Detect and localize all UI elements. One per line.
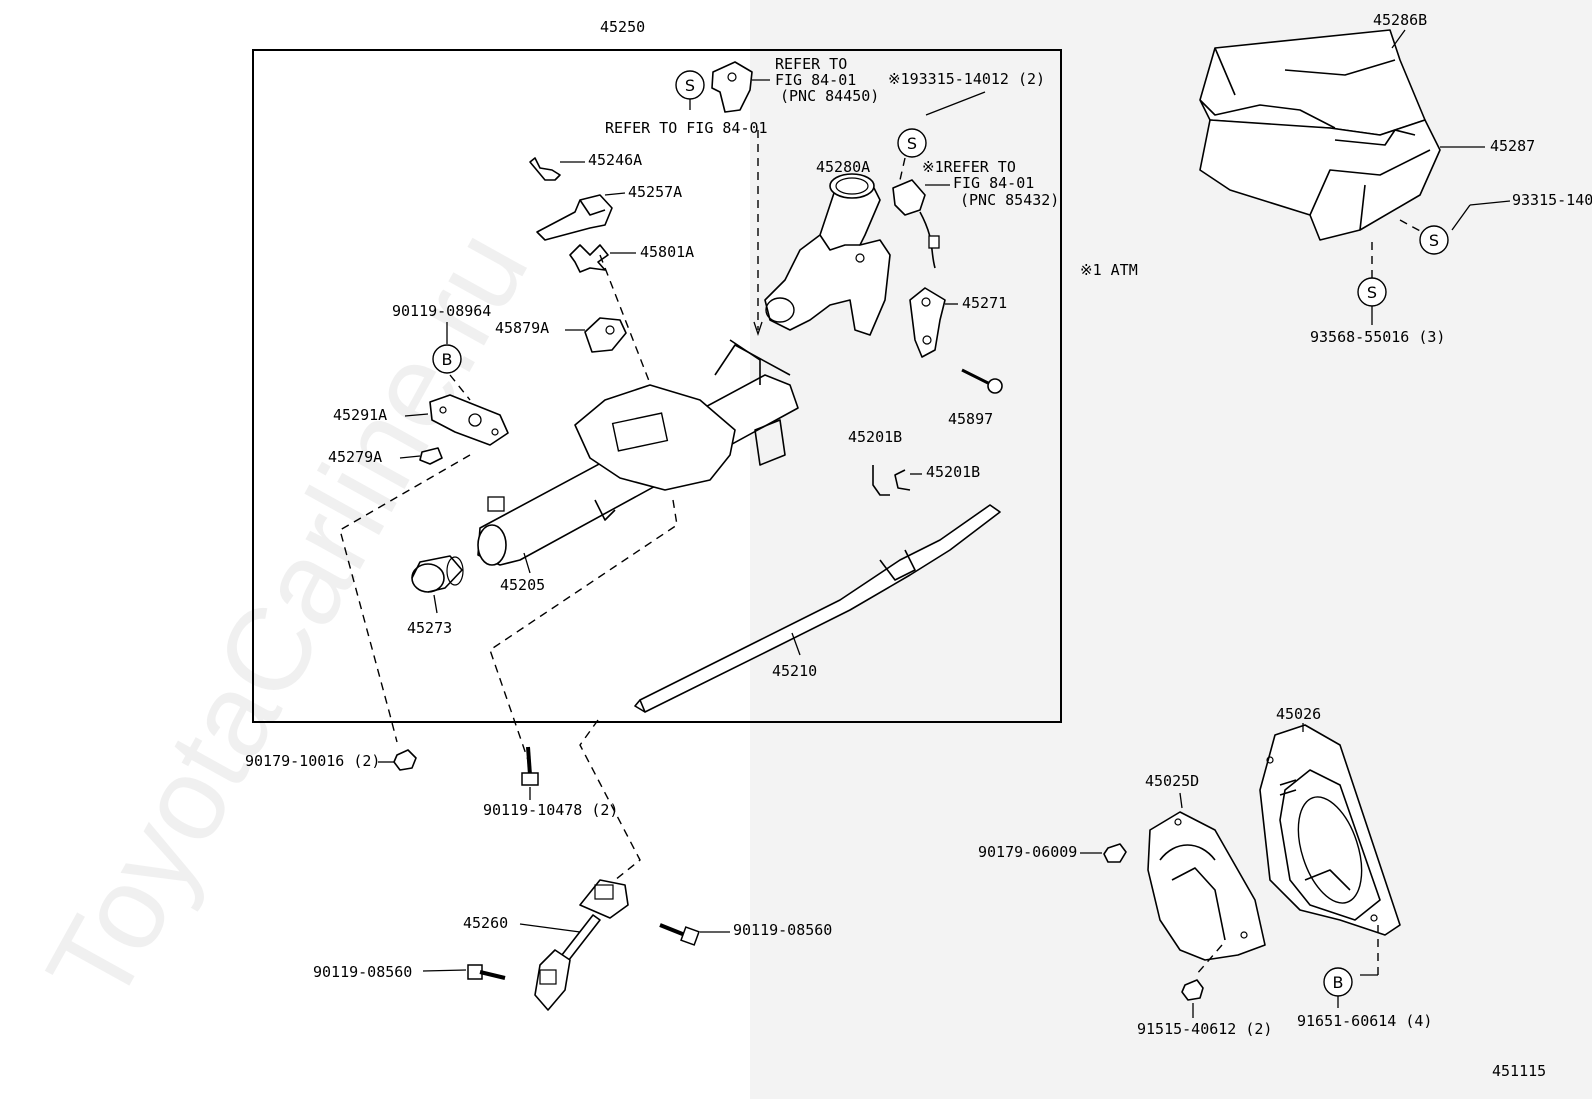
screw-symbol-s (1419, 225, 1449, 255)
part-45801A (569, 244, 609, 273)
part-45897 (961, 368, 1003, 394)
column-cover-lower (1199, 119, 1441, 241)
ref-84450-line1: REFER TO (775, 55, 847, 73)
part-45025D (1147, 811, 1266, 961)
ref-84450-line3: (PNC 84450) (780, 87, 879, 105)
screw-symbol-s-label: S (685, 76, 695, 95)
label-45260: 45260 (463, 914, 508, 932)
bolt-symbol-b-label: B (442, 350, 453, 369)
part-45257A (536, 194, 613, 241)
label-93568-55016: 93568-55016 (3) (1310, 328, 1445, 346)
label-90179-10016: 90179-10016 (2) (245, 752, 380, 770)
ref-85432-line3: (PNC 85432) (960, 191, 1059, 209)
label-45257A: 45257A (628, 183, 682, 201)
label-93315-14012-right: 93315-14012 (1512, 191, 1592, 209)
part-90179-06009 (1103, 843, 1127, 863)
part-45291A (429, 394, 509, 446)
bolt-symbol-b-label: B (1333, 973, 1344, 992)
ref-84450-line2: FIG 84-01 (775, 71, 856, 89)
label-45291A: 45291A (333, 406, 387, 424)
part-90119-08560-right (659, 923, 700, 946)
ref-85432-line1: ※1REFER TO (922, 158, 1016, 176)
part-45279A (419, 447, 443, 465)
column-cover-upper (1199, 29, 1426, 136)
atm-note: ※1 ATM (1080, 261, 1138, 279)
label-45287: 45287 (1490, 137, 1535, 155)
label-91651-60614: 91651-60614 (4) (1297, 1012, 1432, 1030)
label-45201B-1: 45201B (848, 428, 902, 446)
label-91515-40612: 91515-40612 (2) (1137, 1020, 1272, 1038)
label-45271: 45271 (962, 294, 1007, 312)
ref-85432-line2: FIG 84-01 (953, 174, 1034, 192)
screw-symbol-s-label: S (1429, 231, 1439, 250)
part-45246A (529, 157, 561, 181)
assembly-label: 45250 (600, 18, 645, 36)
part-45260 (534, 879, 629, 1011)
label-45201B-2: 45201B (926, 463, 980, 481)
label-45273: 45273 (407, 619, 452, 637)
part-45205 (477, 339, 799, 566)
label-90119-08964: 90119-08964 (392, 302, 491, 320)
label-45026: 45026 (1276, 705, 1321, 723)
part-45201B-clip (872, 465, 890, 496)
bolt-symbol-b (432, 344, 462, 374)
screw-symbol-s-label: S (907, 134, 917, 153)
part-90119-08560-left (467, 964, 506, 980)
part-45026 (1259, 724, 1401, 936)
label-90179-06009: 90179-06009 (978, 843, 1077, 861)
assembly-frame (252, 49, 1062, 723)
label-45210: 45210 (772, 662, 817, 680)
part-91515-40612 (1181, 979, 1204, 1001)
label-45279A: 45279A (328, 448, 382, 466)
part-45879A (584, 317, 627, 353)
label-45801A: 45801A (640, 243, 694, 261)
label-45879A: 45879A (495, 319, 549, 337)
part-90179-10016 (393, 749, 417, 771)
part-45271 (909, 287, 946, 358)
label-45246A: 45246A (588, 151, 642, 169)
label-90119-08560-left: 90119-08560 (313, 963, 412, 981)
screw-symbol-s (897, 128, 927, 158)
screw-symbol-s-label: S (1367, 283, 1377, 302)
label-45286B: 45286B (1373, 11, 1427, 29)
key-interlock-part (711, 61, 753, 113)
part-45273 (411, 555, 464, 593)
ref-fig-84-01: REFER TO FIG 84-01 (605, 119, 768, 137)
label-193315-14012: ※193315-14012 (2) (888, 70, 1045, 88)
page-code: 451115 (1492, 1062, 1546, 1080)
part-45201B-clip (894, 469, 911, 491)
label-45897: 45897 (948, 410, 993, 428)
label-45280A: 45280A (816, 158, 870, 176)
key-light-switch (892, 179, 940, 269)
label-45025D: 45025D (1145, 772, 1199, 790)
part-45280A (764, 173, 891, 336)
part-45210 (634, 504, 1001, 713)
label-45205: 45205 (500, 576, 545, 594)
label-90119-10478: 90119-10478 (2) (483, 801, 618, 819)
label-90119-08560-right: 90119-08560 (733, 921, 832, 939)
part-90119-10478 (521, 746, 539, 786)
